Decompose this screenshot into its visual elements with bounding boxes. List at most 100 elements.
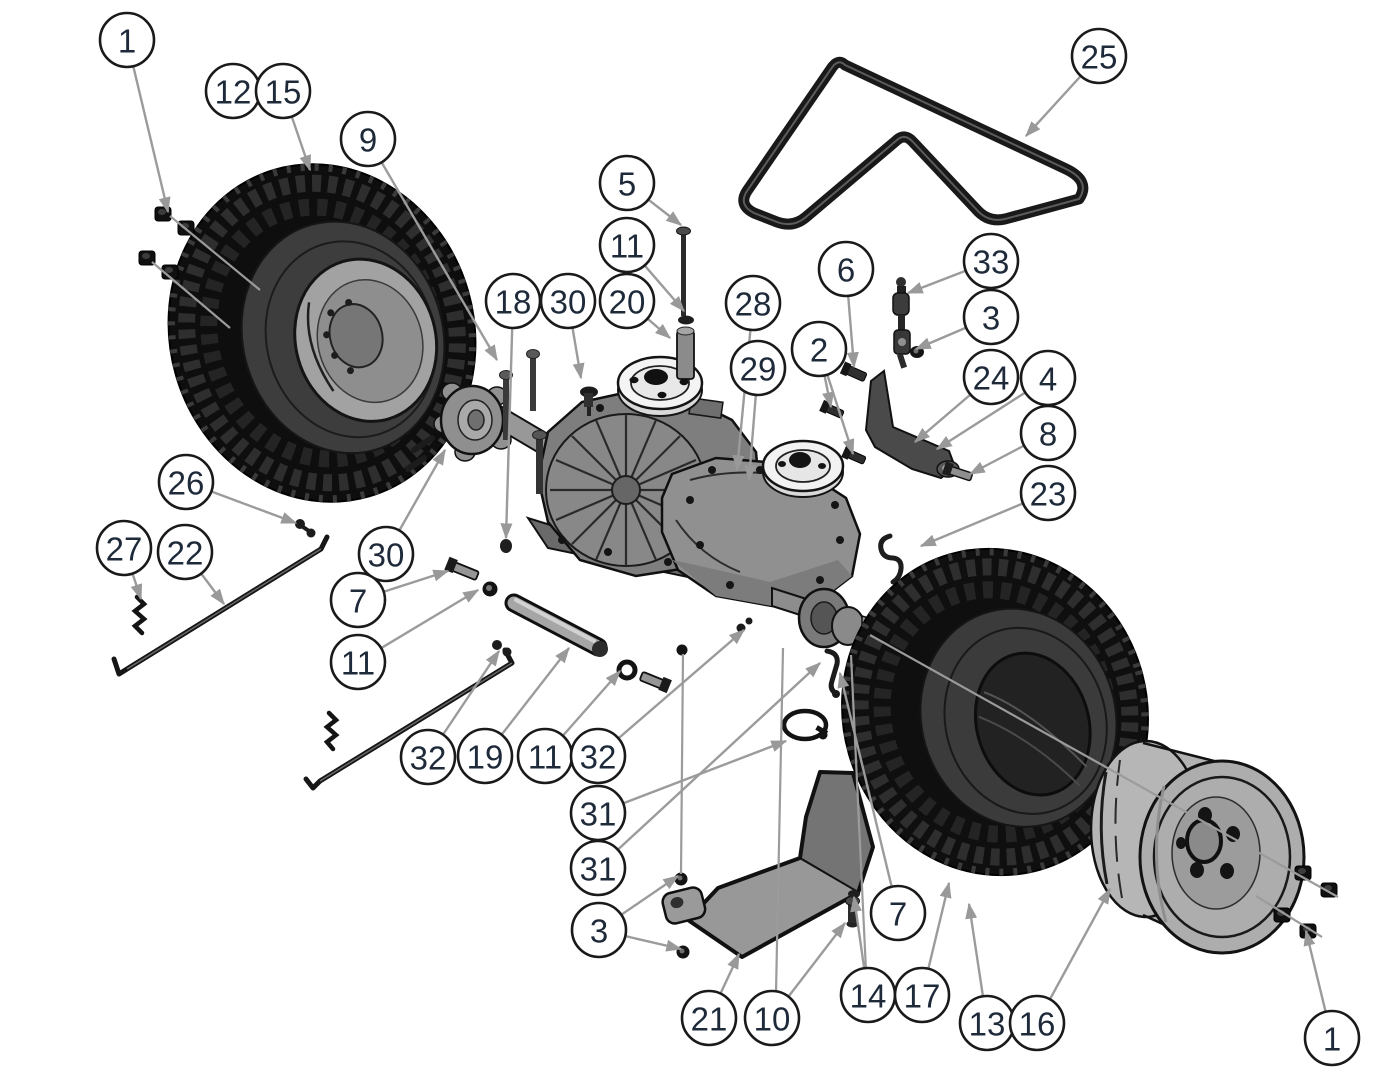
callout-circle (817, 240, 875, 298)
callout-11: 11 (329, 633, 387, 691)
left-input-pulley (616, 355, 704, 417)
callout-1: 1 (98, 11, 156, 69)
callout-11: 11 (516, 727, 574, 785)
callout-number: 7 (889, 896, 907, 933)
callout-3: 3 (570, 901, 628, 959)
callout-number: 3 (982, 300, 1000, 337)
callout-circle (1008, 994, 1066, 1052)
spare-wheel-rim (1089, 739, 1306, 955)
leader-line-31 (597, 662, 821, 869)
callout-circle (743, 989, 801, 1047)
callout-number: 31 (580, 851, 617, 888)
callout-circle (539, 272, 597, 330)
callout-circle (95, 519, 153, 577)
idler-bracket-24 (864, 369, 960, 480)
callout-number: 33 (973, 244, 1010, 281)
brake-linkage-33 (892, 277, 911, 369)
callout-26: 26 (157, 453, 215, 511)
drive-belt (738, 56, 1089, 230)
washer-14 (848, 890, 860, 898)
callout-number: 1 (1323, 1021, 1341, 1058)
callout-8: 8 (1019, 404, 1077, 462)
callout-15: 15 (254, 62, 312, 120)
callout-circle (962, 348, 1020, 406)
washer-11c (616, 659, 638, 681)
callout-circle (569, 839, 627, 897)
callout-7: 7 (869, 884, 927, 942)
callout-30: 30 (357, 525, 415, 583)
axis-line (869, 634, 1339, 898)
callout-circle (329, 633, 387, 691)
callout-1: 1 (1303, 1009, 1361, 1067)
upper-control-rod-22 (111, 534, 330, 677)
callout-29: 29 (729, 339, 787, 397)
callout-number: 25 (1081, 39, 1118, 76)
nut-11b (482, 581, 498, 597)
clip-32a (492, 640, 512, 657)
callout-2: 2 (790, 320, 848, 378)
callout-circle (869, 884, 927, 942)
bolt-7c (639, 671, 672, 694)
leader-line-18 (500, 300, 515, 540)
callout-number: 14 (850, 978, 887, 1015)
leader-line-32 (597, 629, 746, 757)
callout-number: 7 (349, 583, 367, 620)
left-transaxle-fasteners (499, 349, 598, 553)
callout-circle (1070, 27, 1128, 85)
callout-33: 33 (962, 232, 1020, 290)
bolt-8 (942, 461, 973, 482)
callout-3: 3 (962, 288, 1020, 346)
callout-number: 1 (118, 23, 136, 60)
callout-number: 13 (969, 1006, 1006, 1043)
callout-number: 32 (410, 740, 447, 777)
bolt-7a (444, 556, 480, 581)
callout-23: 23 (1019, 464, 1077, 522)
left-wheel-rim (293, 257, 439, 423)
callout-18: 18 (484, 272, 542, 330)
leader-line-1 (125, 39, 171, 214)
callout-21: 21 (680, 989, 738, 1047)
nut-3b-upper (674, 872, 688, 886)
callout-circle (569, 727, 627, 785)
callout-number: 17 (904, 978, 941, 1015)
callout-4: 4 (1019, 349, 1077, 407)
callout-16: 16 (1008, 994, 1066, 1052)
spring-27 (131, 594, 148, 636)
callout-circle (339, 110, 397, 168)
callout-27: 27 (95, 519, 153, 577)
callout-circle (598, 216, 656, 274)
callout-number: 5 (618, 166, 636, 203)
clip-26 (295, 519, 316, 538)
callout-circle (157, 453, 215, 511)
callout-number: 8 (1039, 416, 1057, 453)
callout-circle (1019, 404, 1077, 462)
hook-31b (824, 648, 840, 698)
callout-circle (98, 11, 156, 69)
axle-shaft-19 (504, 593, 608, 657)
callout-number: 4 (1039, 361, 1057, 398)
callout-number: 2 (810, 332, 828, 369)
callout-30: 30 (539, 272, 597, 330)
retaining-ring-31a (781, 708, 829, 742)
callout-32: 32 (569, 727, 627, 785)
callout-10: 10 (743, 989, 801, 1047)
callout-number: 11 (610, 228, 644, 265)
axis-line (169, 215, 261, 291)
callout-24: 24 (962, 348, 1020, 406)
callout-11: 11 (598, 216, 656, 274)
callout-circle (729, 339, 787, 397)
belt-guard-bracket-21 (686, 770, 875, 959)
right-tire (841, 547, 1149, 877)
callout-number: 11 (341, 645, 375, 682)
callout-circle (724, 274, 782, 332)
callout-circle (598, 154, 656, 212)
callout-circle (962, 232, 1020, 290)
callout-circle (893, 966, 951, 1024)
callout-number: 26 (168, 465, 205, 502)
axis-line (679, 653, 685, 875)
callout-7: 7 (329, 571, 387, 629)
callout-circle (598, 272, 656, 330)
